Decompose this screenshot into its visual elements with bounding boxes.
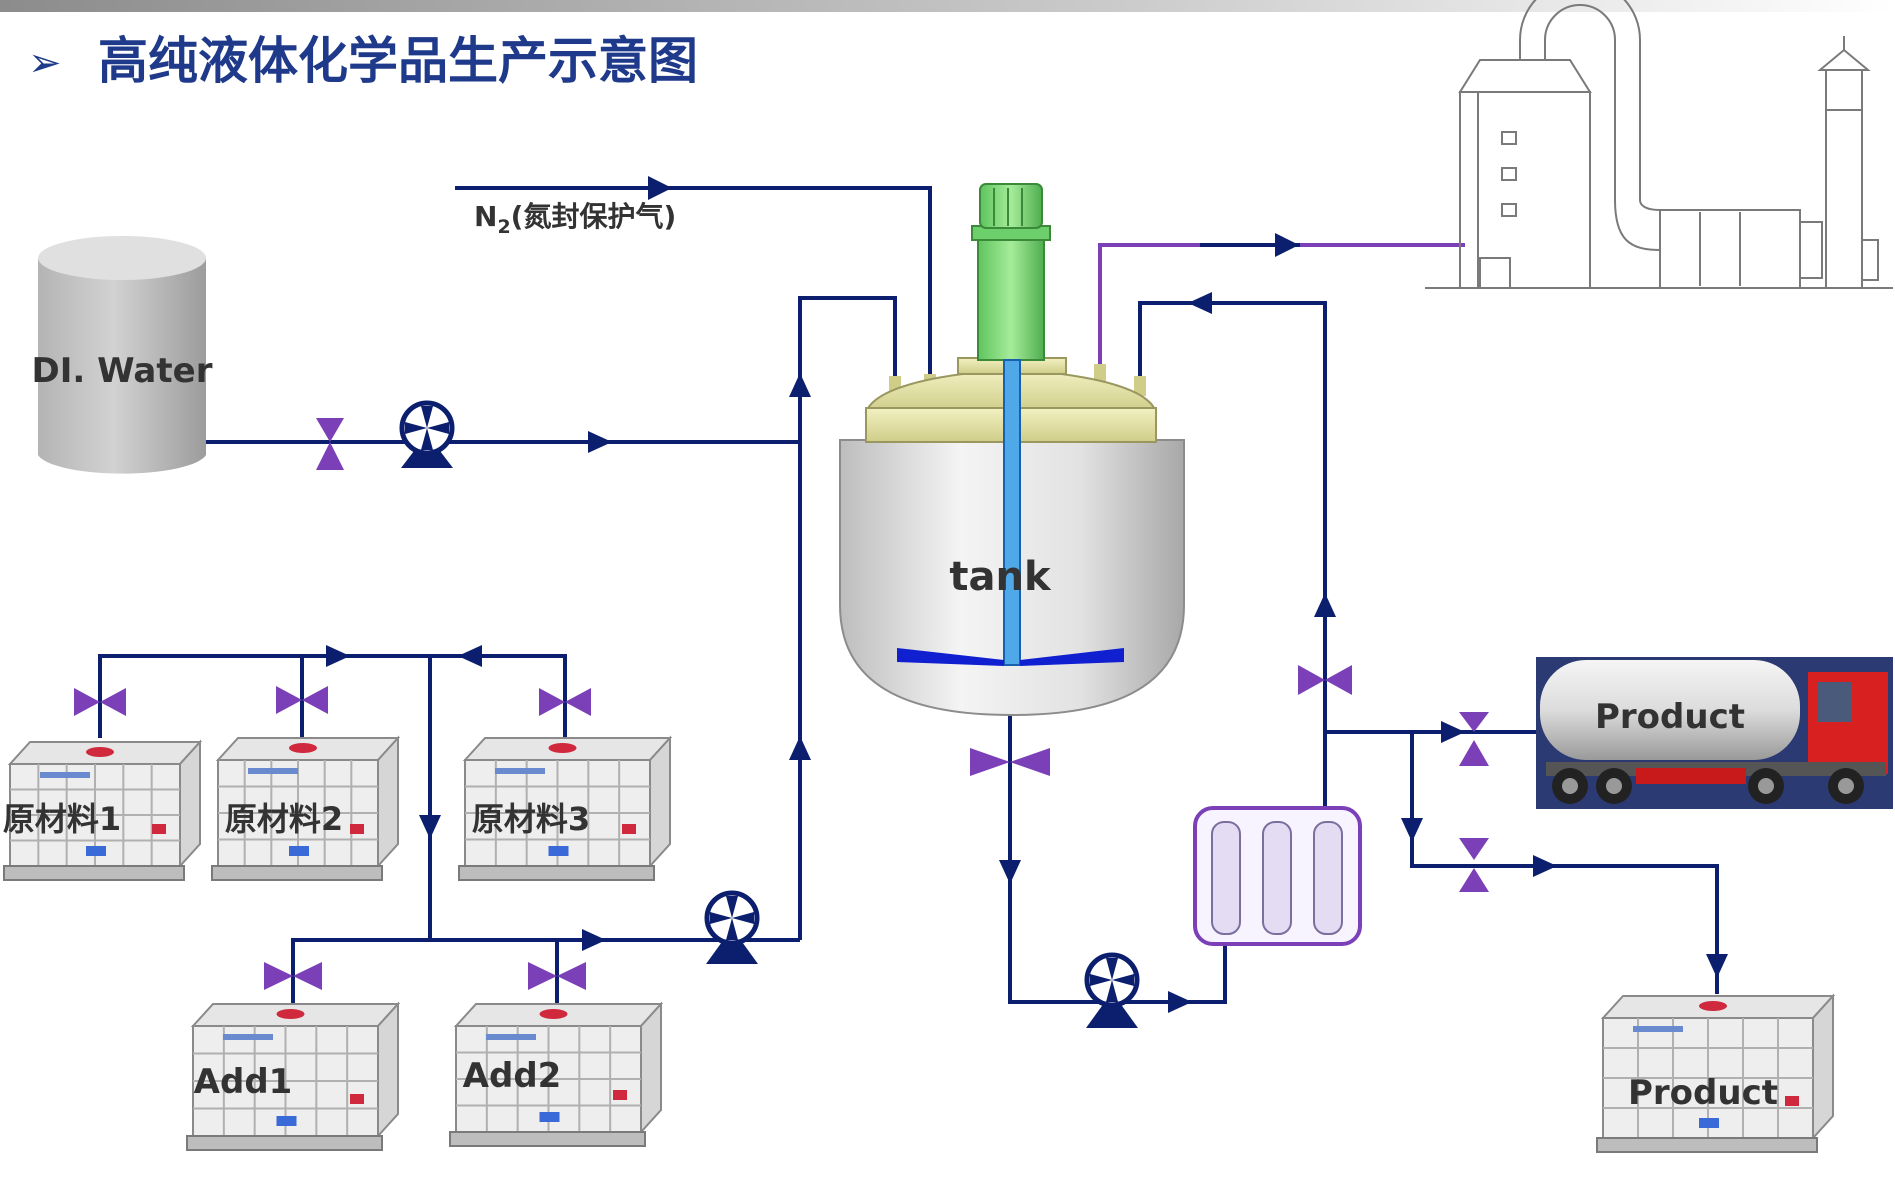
vent-line — [1098, 243, 1465, 372]
ibc-raw2 — [211, 735, 401, 881]
valve-icon[interactable] — [316, 442, 344, 470]
valve-icon[interactable] — [565, 688, 591, 716]
flow-arrow-icon — [1401, 818, 1423, 842]
n2-label: N2(氮封保护气) — [474, 200, 676, 238]
header-bar — [0, 0, 1895, 12]
reactor-tank: tank — [839, 183, 1185, 717]
pump-di-water[interactable] — [399, 400, 455, 468]
flow-arrow-icon — [1188, 292, 1212, 314]
flow-arrow-icon — [648, 176, 672, 200]
ibc-add1 — [186, 1001, 401, 1151]
valve-icon[interactable] — [1459, 740, 1489, 766]
valve-icon[interactable] — [1298, 665, 1325, 695]
page-title: 高纯液体化学品生产示意图 — [98, 32, 698, 90]
tank-label: tank — [949, 554, 1052, 600]
valve-icon[interactable] — [276, 686, 302, 714]
ibc-add2 — [449, 1001, 664, 1147]
ibc-totes — [3, 735, 1836, 1153]
pipe-raw-header — [98, 654, 567, 738]
raw2-label: 原材料2 — [225, 800, 343, 838]
flow-arrow-icon — [1168, 991, 1192, 1013]
pump-base — [706, 928, 758, 964]
product-ibc-label: Product — [1628, 1073, 1778, 1113]
flow-arrow-icon — [1275, 233, 1299, 257]
add2-label: Add2 — [463, 1056, 562, 1096]
pump-base — [1086, 992, 1138, 1028]
flow-arrow-icon — [789, 736, 811, 760]
flow-arrow-icon — [999, 860, 1021, 884]
impeller — [1020, 648, 1124, 666]
di-water-tank: DI. Water — [32, 236, 213, 474]
raw3-label: 原材料3 — [472, 800, 590, 838]
valve-icon[interactable] — [1459, 838, 1489, 860]
ibc-product — [1596, 993, 1836, 1153]
valve-icon[interactable] — [293, 962, 322, 990]
raw1-label: 原材料1 — [3, 800, 121, 838]
valve-icon[interactable] — [316, 418, 344, 442]
pipe-n2 — [455, 186, 932, 385]
add1-label: Add1 — [194, 1062, 293, 1102]
tanker-truck: Product — [1536, 657, 1893, 809]
pipe-product-ibc — [1410, 732, 1719, 994]
pipe-add-header — [291, 938, 800, 1010]
exhaust-scrubber-icon — [1425, 0, 1893, 289]
valves — [74, 418, 1489, 990]
valve-icon[interactable] — [539, 688, 565, 716]
pump-additive[interactable] — [704, 890, 760, 964]
flow-arrows — [326, 176, 1728, 1013]
flow-arrow-icon — [588, 431, 612, 453]
flow-arrow-icon — [1706, 954, 1728, 978]
di-water-label: DI. Water — [32, 351, 213, 391]
ibc-raw3 — [458, 735, 673, 881]
valve-icon[interactable] — [264, 962, 293, 990]
ibc-raw1 — [3, 739, 203, 881]
truck-tank — [1540, 660, 1800, 760]
flow-arrow-icon — [1533, 855, 1557, 877]
impeller — [897, 648, 1004, 666]
valve-icon[interactable] — [74, 688, 100, 716]
valve-icon[interactable] — [302, 686, 328, 714]
valve-icon[interactable] — [1459, 868, 1489, 892]
flow-arrow-icon — [419, 815, 441, 839]
flow-arrow-icon — [582, 929, 606, 951]
valve-icon[interactable] — [528, 962, 557, 990]
agitator-motor — [977, 227, 1045, 361]
agitator-shaft — [1003, 359, 1021, 666]
flow-arrow-icon — [789, 373, 811, 397]
flow-arrow-icon — [458, 645, 482, 667]
valve-icon[interactable] — [970, 748, 1010, 776]
valve-icon[interactable] — [1325, 665, 1352, 695]
pipe-feed-header — [798, 296, 897, 940]
title-marker: ➢ — [28, 40, 62, 86]
valve-icon[interactable] — [1010, 748, 1050, 776]
valve-icon[interactable] — [1459, 712, 1489, 732]
product-truck-label: Product — [1595, 697, 1745, 737]
filter-cartridge-icon — [1193, 806, 1362, 946]
pump-circulation[interactable] — [1084, 952, 1140, 1028]
valve-icon[interactable] — [100, 688, 126, 716]
flow-arrow-icon — [1314, 593, 1336, 617]
pipe-recirculation — [1138, 301, 1327, 808]
valve-icon[interactable] — [557, 962, 586, 990]
flow-arrow-icon — [1441, 721, 1465, 743]
flow-arrow-icon — [326, 645, 350, 667]
pipe-vent-purple — [1098, 243, 1200, 372]
